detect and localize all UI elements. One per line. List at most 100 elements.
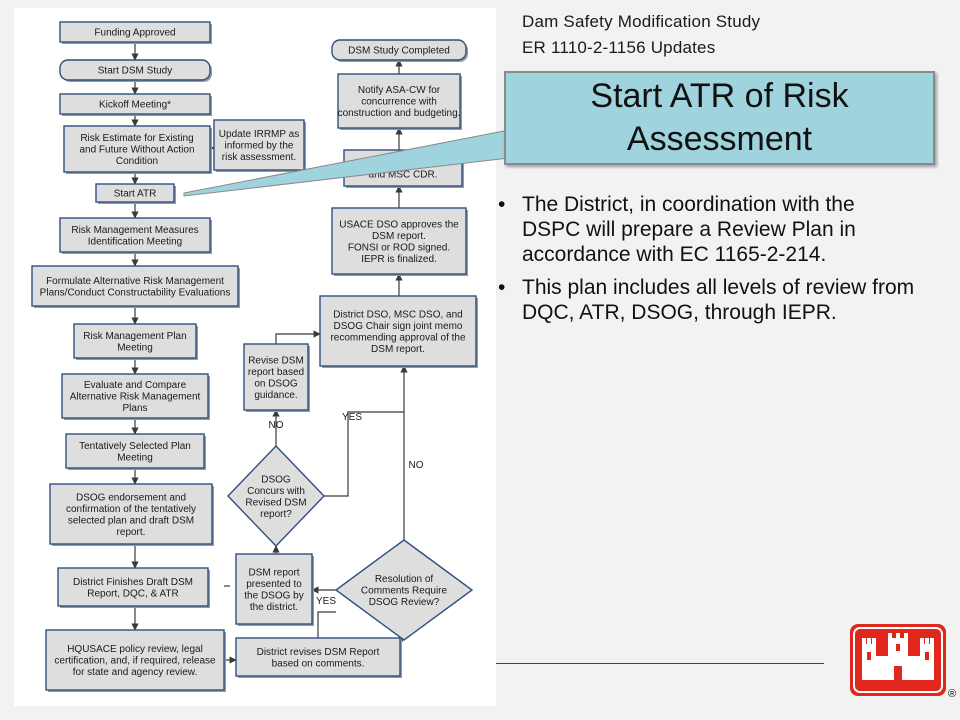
flow-box-left-text: Condition: [116, 156, 158, 167]
dsog-concurs-diamond-text: Concurs with: [247, 486, 305, 497]
resolution-diamond-text: DSOG Review?: [369, 597, 440, 608]
flow-box-right-text: DSM report.: [371, 344, 425, 355]
irrmp-box-text: risk assessment.: [222, 152, 296, 163]
flow-box-right-text: FONSI or ROD signed.: [348, 242, 450, 253]
flow-box-right-text: DSM Study Completed: [348, 46, 450, 57]
flow-box-right-text: concurrence with: [361, 97, 437, 108]
yes-label: YES: [316, 596, 336, 607]
no-label: NO: [409, 460, 424, 471]
flow-box-left-text: Plans/Conduct Constructability Evaluatio…: [40, 287, 231, 298]
dsog-concurs-diamond-text: DSOG: [261, 474, 291, 485]
dsm-presented-box-text: the district.: [250, 602, 298, 613]
flow-box-right-text: DSM report.: [372, 231, 426, 242]
flow-box-left-text: and Future Without Action: [79, 145, 194, 156]
flow-box-left-text: selected plan and draft DSM: [68, 515, 194, 526]
flow-box-left-text: HQUSACE policy review, legal: [67, 644, 203, 655]
flow-box-left-text: Formulate Alternative Risk Management: [46, 276, 224, 287]
no-label: NO: [269, 420, 284, 431]
flow-box-right-text: Notify ASA-CW for: [358, 85, 441, 96]
flow-box-left-text: Start ATR: [114, 189, 157, 200]
flow-box-left: Start ATR: [95, 183, 176, 204]
flow-box-left-text: for state and agency review.: [73, 667, 198, 678]
resolution-diamond-text: Resolution of: [375, 574, 434, 585]
flow-box-left: HQUSACE policy review, legalcertificatio…: [45, 629, 226, 692]
flow-box-left-text: Start DSM Study: [98, 66, 172, 77]
flow-box-right-text: DSOG Chair sign joint memo: [334, 321, 463, 332]
bullet-list: The District, in coordination with the D…: [498, 192, 918, 333]
dsog-concurs-diamond-text: report?: [260, 509, 292, 520]
flow-box-left-text: Alternative Risk Management: [70, 392, 201, 403]
flow-box-right: DSM Study Completed: [331, 39, 468, 62]
flow-arrow: [324, 411, 404, 497]
flow-box-left-text: Meeting: [117, 342, 153, 353]
yes-label: YES: [342, 412, 362, 423]
flow-box-left-text: certification, and, if required, release: [54, 656, 216, 667]
flow-box-left-text: Risk Management Plan: [83, 331, 186, 342]
revise-dsm-box-text: guidance.: [254, 390, 297, 401]
flow-box-left-text: Tentatively Selected Plan: [79, 441, 191, 452]
flow-box-left-text: DSOG endorsement and: [76, 492, 186, 503]
callout-title-line2: Assessment: [626, 120, 813, 158]
callout-box: Start ATR of Risk Assessment: [504, 71, 935, 165]
flow-box-right-text: and MSC CDR.: [369, 169, 438, 180]
callout-title-line1: Start ATR of Risk: [590, 77, 849, 115]
flow-box-left-text: Funding Approved: [94, 28, 175, 39]
registered-mark: ®: [948, 688, 957, 700]
flow-box-left-text: Risk Estimate for Existing: [80, 133, 193, 144]
flow-box-left: Funding Approved: [59, 21, 212, 44]
flow-box-left-text: Identification Meeting: [88, 236, 183, 247]
flow-box-left-text: Evaluate and Compare: [84, 380, 187, 391]
bullet-item: This plan includes all levels of review …: [498, 275, 918, 325]
irrmp-box-text: informed by the: [225, 141, 294, 152]
flow-box-left-text: Kickoff Meeting*: [99, 100, 171, 111]
footer-divider: [496, 663, 824, 664]
bullet-item: The District, in coordination with the D…: [498, 192, 918, 267]
flow-box-left: Formulate Alternative Risk ManagementPla…: [31, 265, 240, 308]
revise-dsm-box-text: report based: [248, 367, 304, 378]
flow-box-left-text: confirmation of the tentatively: [66, 504, 196, 515]
district-revises-box-text: based on comments.: [272, 658, 365, 669]
flow-arrow: [317, 611, 336, 638]
resolution-diamond-text: Comments Require: [361, 586, 448, 597]
dsog-concurs-diamond-text: Revised DSM: [245, 497, 306, 508]
dsm-presented-box-text: the DSOG by: [244, 590, 303, 601]
flow-box-left: Kickoff Meeting*: [59, 93, 212, 116]
flow-box-right-text: IEPR is finalized.: [361, 254, 437, 265]
flow-box-left-text: Meeting: [117, 452, 153, 463]
flow-box-left-text: report.: [117, 527, 146, 538]
flow-box-left-text: Risk Management Measures: [71, 225, 198, 236]
flow-box-left-text: Plans: [122, 403, 147, 414]
irrmp-box-text: Update IRRMP as: [219, 129, 299, 140]
dsm-presented-box-text: DSM report: [248, 567, 299, 578]
flow-arrow: [275, 330, 321, 344]
flow-box-left-text: District Finishes Draft DSM: [73, 577, 193, 588]
flow-box-right-text: recommending approval of the: [330, 332, 466, 343]
header-title-line2: ER 1110-2-1156 Updates: [522, 38, 716, 57]
flow-box-right-text: USACE DSO approves the: [339, 219, 459, 230]
header-title-line1: Dam Safety Modification Study: [522, 12, 761, 31]
district-revises-box-text: District revises DSM Report: [257, 647, 380, 658]
revise-dsm-box-text: on DSOG: [254, 378, 298, 389]
flow-box-right-text: District DSO, MSC DSO, and: [333, 309, 462, 320]
dsm-presented-box-text: presented to: [246, 579, 302, 590]
flowchart-branch-labels: YES NO YES NO: [269, 412, 424, 607]
flow-box-left-text: Report, DQC, & ATR: [87, 588, 179, 599]
